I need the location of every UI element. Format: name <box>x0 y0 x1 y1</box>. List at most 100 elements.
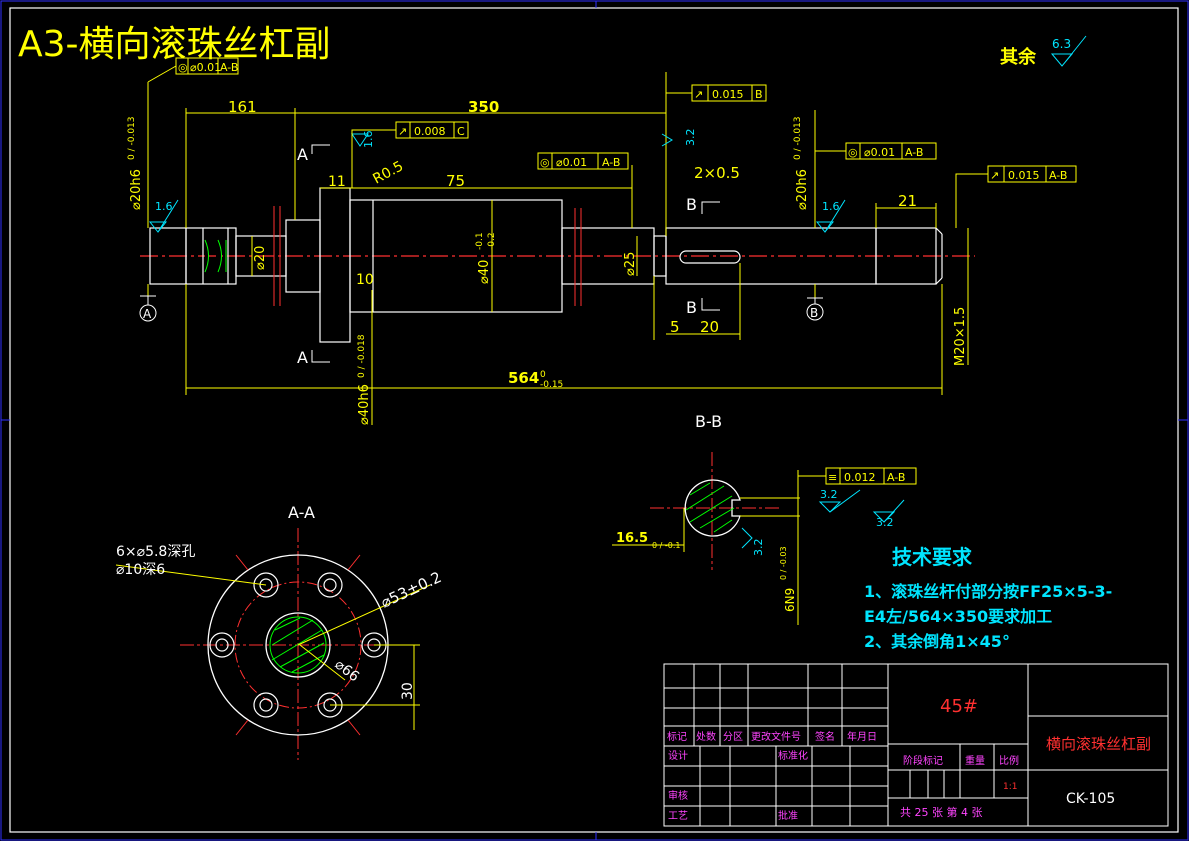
roughness-rest-value: 6.3 <box>1052 37 1071 51</box>
dim-dia40h6: ⌀40h6 <box>357 384 372 425</box>
tb-h-zone: 分区 <box>723 731 743 743</box>
bb-d165-tol: 0 / -0.1 <box>652 541 680 550</box>
svg-text:◎: ◎ <box>178 61 188 74</box>
gdt-frame-4: ↗ 0.015 B <box>666 84 767 102</box>
tech-heading: 技术要求 <box>892 545 973 569</box>
tb-process: 工艺 <box>668 810 688 822</box>
svg-text:0.012: 0.012 <box>844 471 876 484</box>
dim-r05: R0.5 <box>370 158 406 187</box>
svg-text:◎: ◎ <box>848 146 858 159</box>
svg-text:A-B: A-B <box>602 156 620 169</box>
dim-75: 75 <box>446 172 465 190</box>
svg-text:≡: ≡ <box>828 471 837 484</box>
section-aa-view <box>115 528 431 760</box>
tb-material: 45# <box>940 696 978 717</box>
frame-corner <box>1160 7 1179 22</box>
dim-dia40h6-tol: 0 / -0.018 <box>357 334 367 378</box>
roughness-1-6-nut: 1.6 <box>362 131 375 149</box>
dim-11: 11 <box>328 174 346 190</box>
tb-scale-val: 1:1 <box>1003 782 1017 792</box>
tb-design: 设计 <box>668 749 688 762</box>
dim-dia25: ⌀25 <box>623 252 638 276</box>
dim-161: 161 <box>228 98 257 116</box>
gdt-frame-2: ↗ 0.008 C <box>351 121 469 188</box>
roughness-1-6-right: 1.6 <box>822 200 840 213</box>
tb-part-name: 横向滚珠丝杠副 <box>1046 735 1151 753</box>
tb-scale: 比例 <box>999 754 1019 767</box>
dim-m20: M20×1.5 <box>953 307 968 366</box>
svg-text:⌀0.01: ⌀0.01 <box>556 156 587 169</box>
dim-chamfer: 2×0.5 <box>694 164 740 182</box>
svg-text:↗: ↗ <box>990 169 999 182</box>
roughness-3-2-bb-b: 3.2 <box>876 516 894 529</box>
svg-text:↗: ↗ <box>398 125 407 138</box>
svg-text:B: B <box>755 88 763 101</box>
tech-line-3: 2、其余倒角1×45° <box>864 632 1010 651</box>
tb-review: 审核 <box>668 789 688 802</box>
section-mark-a-bot: A <box>297 348 308 367</box>
roughness-3-2-bb-a: 3.2 <box>820 488 838 501</box>
dim-dia20h6-right: ⌀20h6 <box>795 169 810 210</box>
tb-sheets: 共 25 张 第 4 张 <box>900 805 982 819</box>
svg-text:A-B: A-B <box>905 146 923 159</box>
gdt-frame-5: ◎ ⌀0.01 A-B <box>815 142 937 160</box>
svg-text:⌀0.01: ⌀0.01 <box>864 146 895 159</box>
tech-line-2: E4左/564×350要求加工 <box>864 607 1052 626</box>
section-mark-b-bot: B <box>686 298 697 317</box>
datum-a: A <box>143 307 152 321</box>
svg-text:0.015: 0.015 <box>1008 169 1040 182</box>
svg-text:⌀0.01: ⌀0.01 <box>190 61 221 74</box>
thread-marks <box>273 206 582 306</box>
thread-lines <box>202 228 229 284</box>
svg-text:A-B: A-B <box>887 471 905 484</box>
roughness-3-2-shoulder: 3.2 <box>684 129 697 147</box>
tb-weight: 重量 <box>965 754 985 767</box>
tb-standard: 标准化 <box>778 749 808 762</box>
hatch-left <box>204 239 227 273</box>
inner-frame <box>9 7 1179 833</box>
bb-key: 6N9 <box>783 588 797 612</box>
tb-code: CK-105 <box>1066 791 1115 807</box>
dim-dia40: ⌀40 <box>477 260 492 284</box>
roughness-symbols <box>148 133 846 233</box>
dim-dia20h6-left-tol: 0 / -0.013 <box>127 117 137 161</box>
section-bb-title: B-B <box>695 412 722 431</box>
svg-text:0.008: 0.008 <box>414 125 446 138</box>
section-mark-a-top: A <box>297 145 308 164</box>
datum-symbols <box>139 295 824 322</box>
tb-h-sign: 签名 <box>815 730 835 743</box>
svg-text:C: C <box>457 125 465 138</box>
section-mark-b-top: B <box>686 195 697 214</box>
title-block <box>663 663 1169 827</box>
chamfer <box>935 277 943 285</box>
svg-text:A-B: A-B <box>220 61 238 74</box>
keyway <box>679 250 741 264</box>
tb-h-mark: 标记 <box>667 731 687 743</box>
roughness-rest-symbol <box>1050 35 1087 67</box>
dim-564-tol-low: -0.15 <box>540 380 563 390</box>
gdt-frame-6: ↗ 0.015 A-B <box>955 165 1077 228</box>
svg-text:0.015: 0.015 <box>712 88 744 101</box>
dimension-lines <box>147 72 969 425</box>
gdt-frame-1: ◎ ⌀0.01 A-B <box>147 57 239 83</box>
tb-approve: 批准 <box>778 809 798 822</box>
gdt-frame-3: ◎ ⌀0.01 A-B <box>537 152 629 170</box>
gdt-frame-7: ≡ 0.012 A-B <box>825 467 917 485</box>
dim-21: 21 <box>898 192 917 210</box>
svg-text:A-B: A-B <box>1049 169 1067 182</box>
drawing-title: A3-横向滚珠丝杠副 <box>18 24 331 65</box>
bb-key-tol: 0 / -0.03 <box>779 546 788 580</box>
dim-350: 350 <box>468 98 499 116</box>
section-bb-view <box>612 452 905 625</box>
svg-text:↗: ↗ <box>694 88 703 101</box>
roughness-rest-label: 其余 <box>1000 46 1037 68</box>
section-aa-title: A-A <box>288 503 315 522</box>
nut-hub <box>285 219 321 293</box>
chamfer <box>935 227 943 235</box>
tb-h-count: 处数 <box>696 730 716 743</box>
dim-564-tol-up: 0 <box>540 370 546 380</box>
dim-564: 564 <box>508 369 539 387</box>
dim-dia20: ⌀20 <box>253 246 268 270</box>
